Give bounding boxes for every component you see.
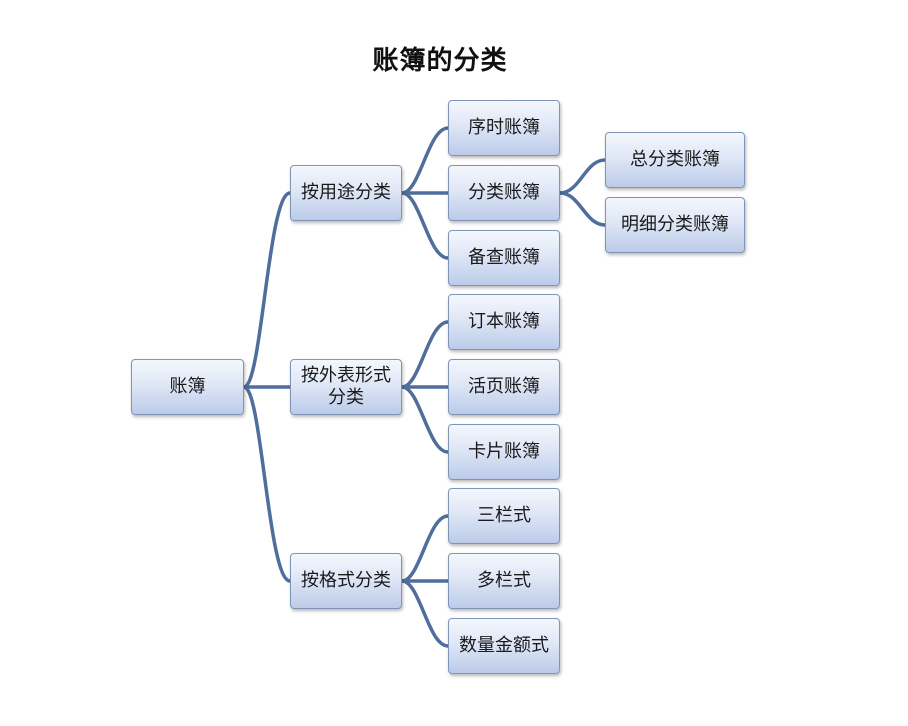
leaf-node-ledger: 分类账簿: [448, 165, 560, 221]
group-node-by-format: 按格式分类: [290, 553, 402, 609]
connector-root-g1: [243, 191, 291, 389]
leaf-node-journal: 序时账簿: [448, 100, 560, 156]
leaf-node-multi-column: 多栏式: [448, 553, 560, 609]
leaf-node-three-column: 三栏式: [448, 488, 560, 544]
connector-root-g3: [243, 385, 291, 583]
connector-g1-c1: [401, 126, 449, 195]
group-node-by-purpose: 按用途分类: [290, 165, 402, 221]
sub-node-general-ledger: 总分类账簿: [605, 132, 745, 188]
leaf-node-loose-leaf-book: 活页账簿: [448, 359, 560, 415]
leaf-node-quantity-amount: 数量金额式: [448, 618, 560, 674]
connector-g1-c3: [401, 191, 449, 260]
diagram-title: 账簿的分类: [372, 46, 508, 76]
connector-g2-c3: [401, 385, 449, 454]
root-node: 账簿: [131, 359, 244, 415]
sub-node-subsidiary-ledger: 明细分类账簿: [605, 197, 745, 253]
leaf-node-bound-book: 订本账簿: [448, 294, 560, 350]
connector-g3-c1: [401, 514, 449, 583]
connector-g2-c1: [401, 320, 449, 389]
connector-ledger-s2: [559, 191, 606, 227]
connector-g3-c3: [401, 579, 449, 648]
leaf-node-card-book: 卡片账簿: [448, 424, 560, 480]
group-node-by-appearance: 按外表形式 分类: [290, 359, 402, 415]
connector-ledger-s1: [559, 158, 606, 195]
leaf-node-memo-book: 备查账簿: [448, 230, 560, 286]
